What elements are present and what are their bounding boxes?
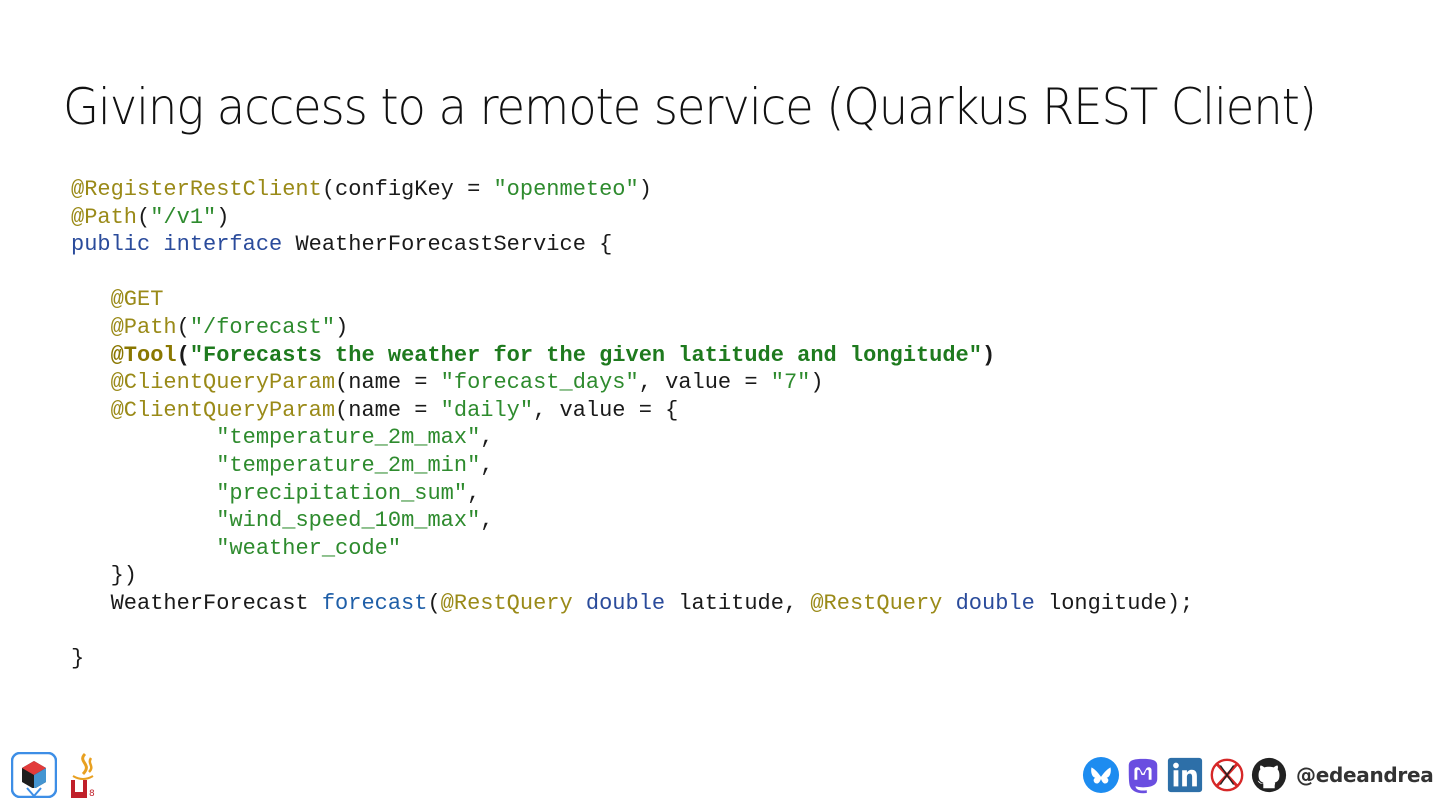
code-token-annotation: @Path xyxy=(110,314,177,340)
code-line: public interface WeatherForecastService … xyxy=(71,231,1193,259)
slide-title: Giving access to a remote service (Quark… xyxy=(63,78,1317,136)
code-token-plain xyxy=(71,287,111,312)
code-token-plain: WeatherForecastService { xyxy=(282,232,613,258)
code-line: "weather_code" xyxy=(71,535,1193,563)
code-token-annotation: @GET xyxy=(110,287,164,313)
github-icon[interactable] xyxy=(1250,755,1288,795)
code-token-annotation: @RestQuery xyxy=(440,590,573,616)
code-token-annotation: @Tool xyxy=(110,342,177,368)
code-line: } xyxy=(71,645,1193,673)
code-token-plain xyxy=(71,536,216,561)
code-line: "wind_speed_10m_max", xyxy=(71,507,1193,535)
code-token-plain: ) xyxy=(638,177,652,202)
code-token-annotation: @ClientQueryParam xyxy=(110,370,336,396)
code-line xyxy=(71,259,1193,287)
code-token-string: "weather_code" xyxy=(216,535,402,561)
code-block: @RegisterRestClient(configKey = "openmet… xyxy=(71,176,1193,673)
code-token-string: "temperature_2m_min" xyxy=(216,452,481,478)
code-token-annotation: @ClientQueryParam xyxy=(110,397,336,423)
code-token-keyword: interface xyxy=(163,232,283,258)
code-token-plain: , xyxy=(467,480,481,506)
code-token-string: "temperature_2m_max" xyxy=(216,425,481,451)
code-token-plain: ( xyxy=(427,590,441,616)
code-token-string: "/v1" xyxy=(150,204,217,230)
code-token-keyword: public xyxy=(71,232,151,258)
code-token-plain: latitude, xyxy=(665,590,811,616)
code-token-plain: }) xyxy=(71,563,138,589)
code-token-plain: , xyxy=(480,452,494,478)
code-line: @Path("/forecast") xyxy=(71,314,1193,342)
code-line: WeatherForecast forecast(@RestQuery doub… xyxy=(71,590,1194,618)
code-token-annotation: @Path xyxy=(71,204,138,230)
social-handle[interactable]: @edeandrea xyxy=(1296,763,1434,787)
code-token-plain xyxy=(71,425,216,450)
code-token-keyword: double xyxy=(955,590,1035,616)
code-token-plain: ) xyxy=(981,342,996,368)
code-token-string: "daily" xyxy=(440,397,534,423)
code-token-plain: (configKey = xyxy=(321,177,494,202)
code-token-method: forecast xyxy=(321,590,428,616)
code-line: @Tool("Forecasts the weather for the giv… xyxy=(71,342,1193,370)
code-token-plain: , xyxy=(480,425,494,451)
linkedin-icon[interactable] xyxy=(1166,755,1204,795)
x-icon[interactable] xyxy=(1208,755,1246,795)
code-token-plain: , value = { xyxy=(533,397,679,423)
code-token-plain xyxy=(71,343,111,368)
code-line: @ClientQueryParam(name = "daily", value … xyxy=(71,397,1193,425)
code-line xyxy=(71,618,1193,646)
code-token-plain: longitude); xyxy=(1034,590,1194,616)
code-token-plain xyxy=(573,591,586,616)
code-token-plain: , xyxy=(480,508,494,534)
code-token-string: "Forecasts the weather for the given lat… xyxy=(189,342,982,368)
code-token-plain: ( xyxy=(137,204,151,230)
code-token-plain xyxy=(71,481,216,506)
code-token-string: "openmeteo" xyxy=(493,177,639,202)
bluesky-icon[interactable] xyxy=(1082,755,1120,795)
code-token-plain xyxy=(71,370,111,395)
code-line: @ClientQueryParam(name = "forecast_days"… xyxy=(71,369,1193,397)
mastodon-icon[interactable] xyxy=(1124,755,1162,795)
code-line: }) xyxy=(71,562,1193,590)
code-token-plain: ( xyxy=(176,314,190,340)
code-token-plain: , value = xyxy=(638,370,771,396)
code-token-annotation: @RestQuery xyxy=(810,590,943,616)
code-token-plain: ) xyxy=(335,314,349,340)
code-token-plain: } xyxy=(71,646,85,672)
code-line: @GET xyxy=(71,286,1193,314)
code-token-plain: ( xyxy=(176,342,190,368)
code-token-plain xyxy=(71,315,111,340)
quarkus-logo xyxy=(11,752,57,798)
footer-logos: 8 xyxy=(11,752,101,802)
code-token-string: "7" xyxy=(770,370,811,396)
code-token-string: "wind_speed_10m_max" xyxy=(216,508,481,534)
code-line: "temperature_2m_min", xyxy=(71,452,1193,480)
code-token-plain xyxy=(71,453,216,478)
code-token-plain: WeatherForecast xyxy=(71,590,322,616)
java-logo: 8 xyxy=(71,752,95,799)
code-token-plain xyxy=(942,591,955,616)
code-line: "temperature_2m_max", xyxy=(71,424,1193,452)
code-token-plain xyxy=(150,232,163,257)
code-token-string: "/forecast" xyxy=(189,314,336,340)
social-links: @edeandrea xyxy=(1082,754,1434,796)
svg-text:8: 8 xyxy=(89,789,95,799)
code-token-keyword: double xyxy=(585,590,666,616)
code-token-string: "forecast_days" xyxy=(440,370,639,396)
code-line: "precipitation_sum", xyxy=(71,480,1193,508)
code-token-annotation: @RegisterRestClient xyxy=(71,177,322,202)
code-line: @Path("/v1") xyxy=(71,204,1193,232)
code-token-plain: (name = xyxy=(335,370,441,396)
code-line: @RegisterRestClient(configKey = "openmet… xyxy=(71,176,1193,204)
code-token-string: "precipitation_sum" xyxy=(216,480,468,506)
code-token-plain: ) xyxy=(216,204,230,230)
code-token-plain xyxy=(71,508,216,533)
code-token-plain: ) xyxy=(810,370,824,396)
code-token-plain: (name = xyxy=(335,397,441,423)
code-token-plain xyxy=(71,398,111,423)
